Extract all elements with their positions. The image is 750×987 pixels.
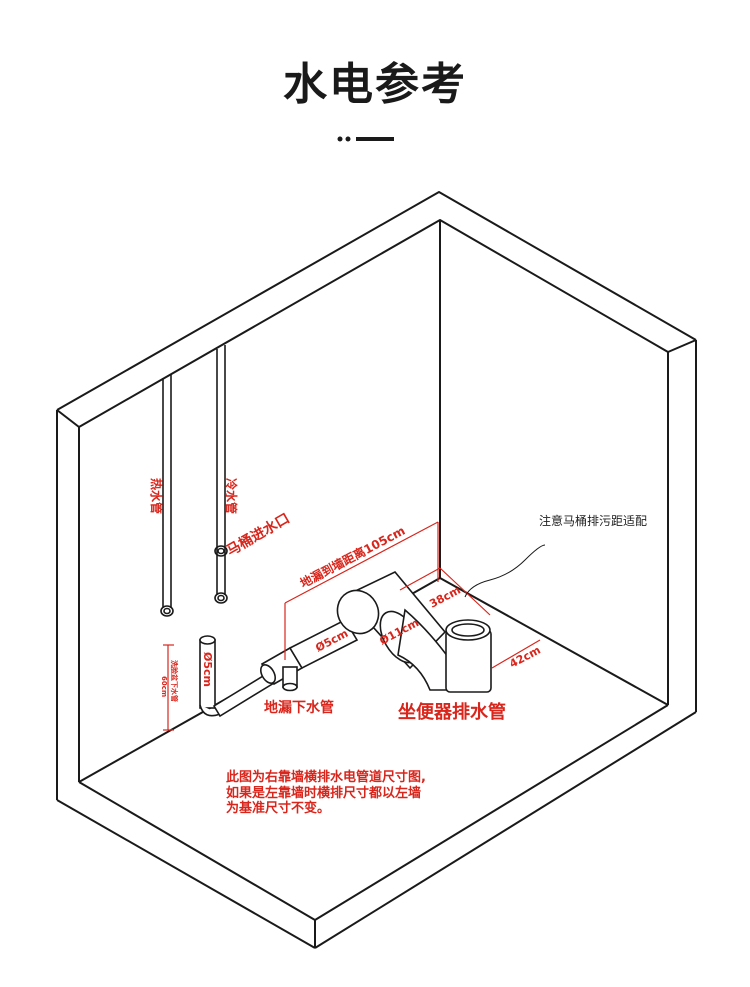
cold-water-pipe — [214, 345, 228, 604]
note-line-2: 如果是左靠墙时横排尺寸都以左墙 — [226, 785, 421, 801]
pipe-5cm-label-b: Ø5cm — [201, 652, 214, 687]
floor-drain-pipe-label: 地漏下水管 — [264, 699, 334, 716]
hot-pipe-label: 热水管 — [149, 478, 164, 514]
toilet-drain-pipe-label: 坐便器排水管 — [398, 701, 506, 723]
dimension-lines — [163, 521, 541, 731]
toilet-note-label: 注意马桶排污距适配 — [539, 513, 647, 528]
title-decoration — [337, 136, 394, 142]
hot-water-pipe — [160, 374, 174, 617]
dim-42-label: 42cm — [507, 644, 543, 671]
washbasin-drain-pipe — [199, 635, 276, 718]
page-title: 水电参考 — [283, 59, 467, 110]
note-line-3: 为基准尺寸不变。 — [226, 800, 330, 816]
cold-pipe-label: 冷水管 — [224, 478, 239, 514]
washbasin-drain-label-2: 60cm — [160, 676, 168, 697]
dim-38-label: 38cm — [427, 584, 463, 611]
floor-drain-tee — [259, 618, 359, 692]
washbasin-drain-label-1: 洗脸盆下水管 — [170, 660, 179, 702]
room-outline — [56, 191, 697, 949]
note-leader — [464, 544, 546, 598]
toilet-inlet-label: 马桶进水口 — [224, 510, 293, 560]
toilet-drain-pipe — [336, 571, 492, 693]
note-line-1: 此图为右靠墙横排水电管道尺寸图, — [226, 769, 426, 785]
